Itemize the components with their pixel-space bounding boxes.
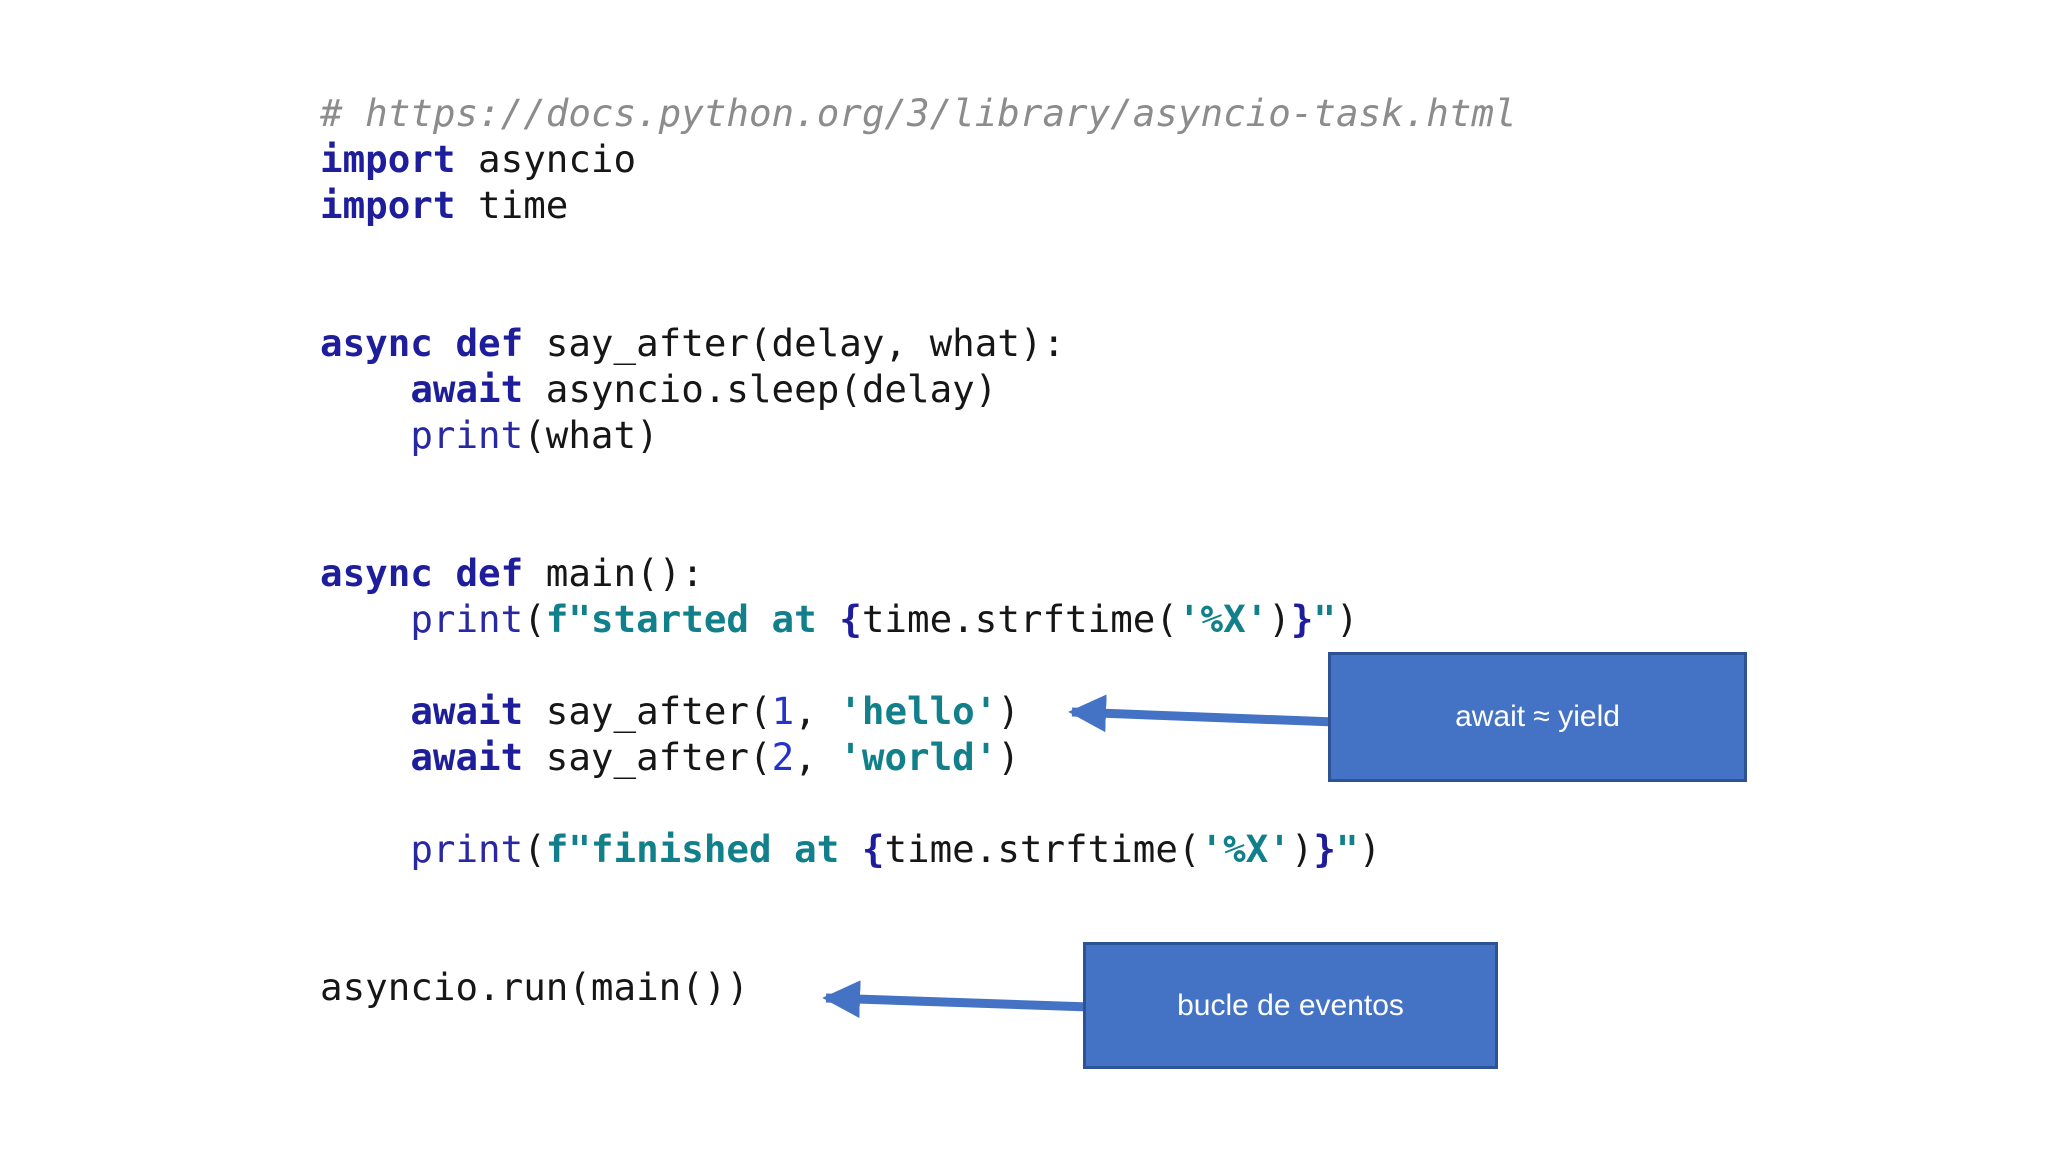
await-yield-callout: await ≈ yield — [1328, 652, 1747, 782]
code-line — [320, 274, 1517, 320]
code-block: # https://docs.python.org/3/library/asyn… — [320, 90, 1517, 1010]
code-line: await say_after(1, 'hello') — [410, 689, 1020, 733]
code-line — [320, 780, 1517, 826]
code-line: print(f"started at {time.strftime('%X')}… — [410, 597, 1359, 641]
event-loop-callout-label: bucle de eventos — [1177, 988, 1404, 1022]
code-line: asyncio.run(main()) — [320, 965, 749, 1009]
code-line: # https://docs.python.org/3/library/asyn… — [320, 91, 1517, 135]
code-line: await asyncio.sleep(delay) — [410, 367, 998, 411]
code-line: async def main(): — [320, 551, 704, 595]
event-loop-callout: bucle de eventos — [1083, 942, 1498, 1069]
await-yield-callout-label: await ≈ yield — [1455, 700, 1620, 733]
code-line — [320, 458, 1517, 504]
code-line: import time — [320, 183, 569, 227]
code-line — [320, 504, 1517, 550]
code-line — [320, 228, 1517, 274]
code-line: print(f"finished at {time.strftime('%X')… — [410, 827, 1382, 871]
code-line: import asyncio — [320, 137, 637, 181]
code-line: await say_after(2, 'world') — [410, 735, 1020, 779]
code-line — [320, 872, 1517, 918]
code-line: print(what) — [410, 413, 659, 457]
code-line: async def say_after(delay, what): — [320, 321, 1066, 365]
